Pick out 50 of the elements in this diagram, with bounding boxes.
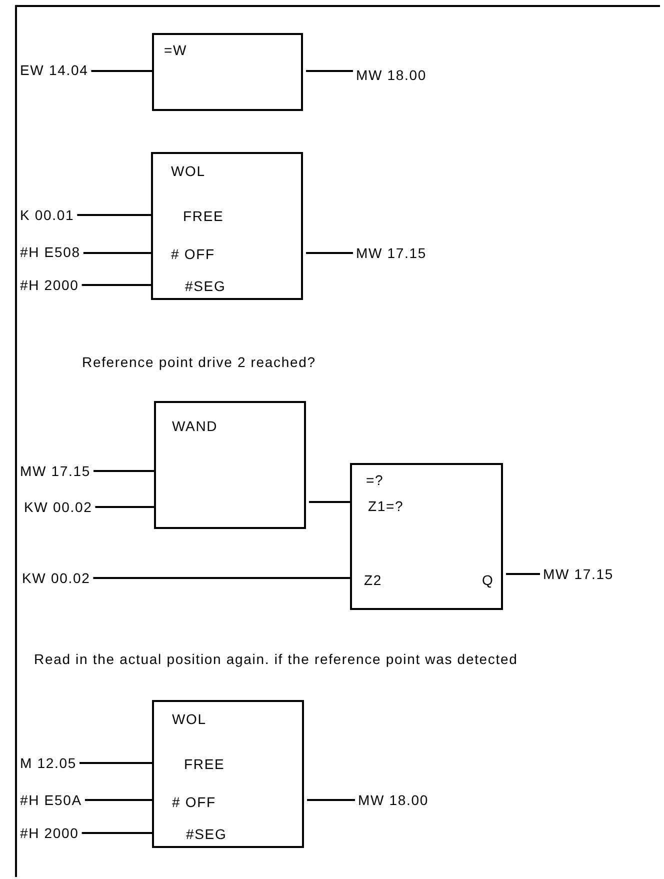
comment-text: Read in the actual position again. if the reference point was detected	[34, 652, 519, 667]
operand-label: #H 2000	[20, 824, 79, 842]
function-block	[151, 152, 303, 300]
connector-line	[306, 252, 353, 254]
operand-label: MW 18.00	[358, 791, 429, 809]
connector-line	[84, 799, 152, 801]
pin-label: # OFF	[171, 245, 215, 263]
operand-label: M 12.05	[20, 754, 76, 772]
operand-label: MW 17.15	[543, 565, 614, 583]
connector-line	[306, 70, 353, 72]
operand-label: KW 00.02	[24, 498, 92, 516]
pin-label: FREE	[184, 755, 225, 773]
operand-label: #H E508	[20, 243, 80, 261]
connector-line	[77, 214, 151, 216]
connector-line	[82, 832, 152, 834]
operand-label: #H E50A	[20, 791, 82, 809]
pin-label: FREE	[183, 207, 224, 225]
pin-label: # OFF	[172, 793, 216, 811]
function-block	[154, 401, 306, 529]
comment-text: Reference point drive 2 reached?	[82, 355, 317, 370]
function-name: =?	[366, 471, 384, 489]
function-block	[152, 700, 304, 848]
operand-label: KW 00.02	[22, 569, 90, 587]
connector-line	[79, 762, 152, 764]
function-block	[350, 463, 503, 610]
connector-line	[309, 501, 350, 503]
function-block	[152, 33, 303, 111]
operand-label: MW 17.15	[20, 462, 91, 480]
pin-label: Q	[482, 571, 494, 589]
connector-line	[83, 252, 151, 254]
connector-line	[93, 577, 350, 579]
connector-line	[91, 70, 152, 72]
operand-label: #H 2000	[20, 276, 79, 294]
function-name: WAND	[172, 417, 218, 435]
operand-label: MW 18.00	[356, 66, 427, 84]
function-name: =W	[164, 41, 188, 59]
pin-label: Z2	[364, 571, 382, 589]
pin-label: #SEG	[185, 277, 226, 295]
pin-label: Z1=?	[368, 497, 404, 515]
connector-line	[506, 573, 540, 575]
connector-line	[94, 470, 154, 472]
connector-line	[307, 799, 355, 801]
connector-line	[95, 506, 154, 508]
operand-label: K 00.01	[20, 206, 74, 224]
pin-label: #SEG	[186, 825, 227, 843]
function-name: WOL	[171, 162, 206, 180]
function-name: WOL	[172, 710, 206, 728]
operand-label: EW 14.04	[20, 61, 88, 79]
connector-line	[82, 284, 151, 286]
operand-label: MW 17.15	[356, 244, 427, 262]
